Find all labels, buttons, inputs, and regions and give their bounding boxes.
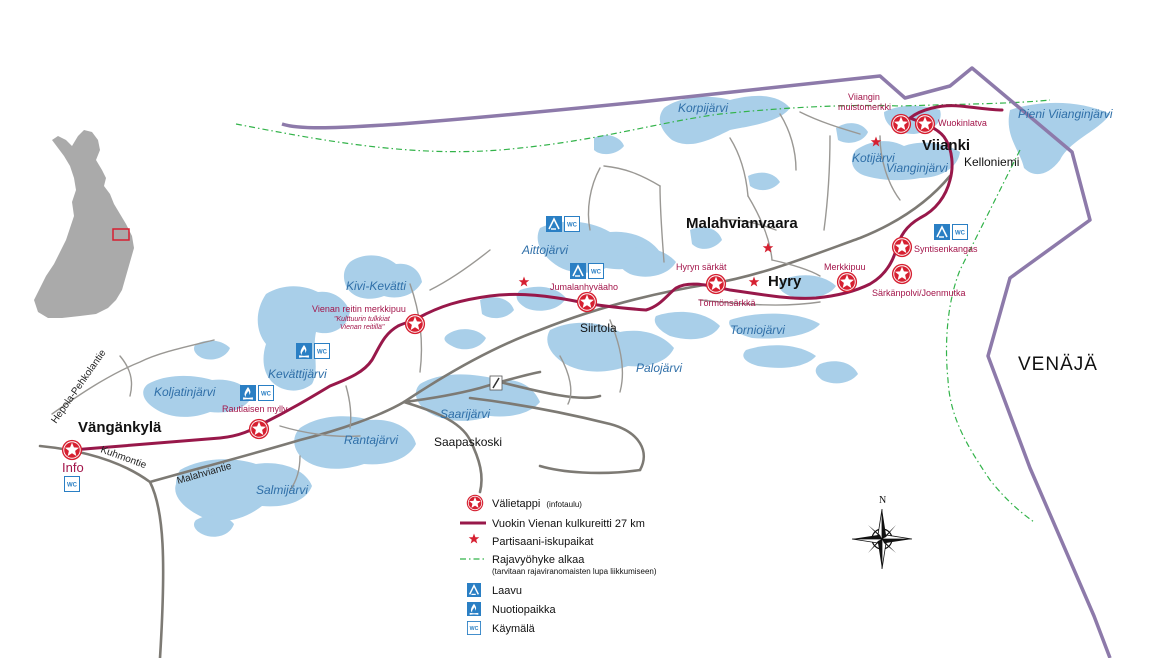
- lake-label-torniojarvi: Torniojärvi: [730, 323, 785, 337]
- laavu-icon[interactable]: [934, 224, 950, 240]
- border-zone-line: [235, 99, 1051, 523]
- lakes: [143, 95, 1110, 537]
- lake-label-palojarvi: Palojärvi: [636, 361, 682, 375]
- legend-laavu-label: Laavu: [492, 585, 522, 597]
- place-viianki: Viianki: [922, 137, 970, 154]
- wc-icon[interactable]: [258, 385, 274, 401]
- laavu-icon[interactable]: [546, 216, 562, 232]
- place-siirtola: Siirtola: [580, 321, 617, 335]
- legend-route-label: Vuokin Vienan kulkureitti 27 km: [492, 518, 645, 530]
- stop-merkkipuu[interactable]: [836, 271, 858, 293]
- lake-label-koljatinjarvi: Koljatinjärvi: [154, 385, 216, 399]
- stop-viiangin-muistomerkki[interactable]: [890, 113, 912, 135]
- legend-kaymala-label: Käymälä: [492, 623, 536, 635]
- stop-vangankyla[interactable]: [61, 439, 83, 461]
- stop-wuokinlatva[interactable]: [914, 113, 936, 135]
- compass-rose: N: [851, 495, 913, 570]
- partisan-star-icon[interactable]: [518, 276, 530, 287]
- place-kelloniemi: Kelloniemi: [964, 155, 1019, 169]
- lake-label-aittojarvi: Aittojärvi: [521, 243, 568, 257]
- campfire-icon[interactable]: [296, 343, 312, 359]
- stop-vienan-merkkipuu[interactable]: [404, 313, 426, 335]
- place-vangankyla: Vängänkylä: [78, 419, 162, 436]
- legend-laavu-icon: [467, 583, 481, 597]
- bridge-mark: [489, 375, 503, 391]
- lake-label-kevattijarvi: Kevättijärvi: [268, 367, 327, 381]
- location-marker: [112, 228, 130, 241]
- road-label-hepola: Hepola-Pehkolantie: [49, 348, 108, 426]
- stop-jumalanhyvaaho[interactable]: [576, 291, 598, 313]
- legend-zone-label: Rajavyöhyke alkaa: [492, 554, 585, 566]
- legend-stop-icon: [466, 494, 484, 512]
- stop-label-hyryn-sarkat: Hyryn särkät: [676, 262, 727, 272]
- place-malahvianvaara: Malahvianvaara: [686, 215, 798, 232]
- finland-inset: [34, 130, 134, 318]
- lake-label-saarijarvi: Saarijärvi: [440, 407, 490, 421]
- laavu-icon[interactable]: [570, 263, 586, 279]
- place-labels: Vängänkylä Viianki Malahvianvaara Hyry S…: [62, 137, 1098, 475]
- info-label: Info: [62, 460, 84, 475]
- place-saapaskoski: Saapaskoski: [434, 435, 502, 449]
- lake-label-salmijarvi: Salmijärvi: [256, 483, 308, 497]
- legend-nuotio-label: Nuotiopaikka: [492, 604, 556, 616]
- place-hyry: Hyry: [768, 273, 802, 290]
- stop-label-vienan-merkkipuu: Vienan reitin merkkipuu: [312, 304, 406, 314]
- wc-icon[interactable]: [952, 224, 968, 240]
- lake-label-kotijarvi: Kotijärvi: [852, 151, 895, 165]
- compass-north-label: N: [879, 495, 886, 506]
- lake-label-korpijarvi: Korpijärvi: [678, 101, 728, 115]
- stop-syntisenkangas[interactable]: [891, 236, 913, 258]
- legend: Välietappi (infotaulu) Vuokin Vienan kul…: [460, 494, 657, 635]
- legend-partisan-label: Partisaani-iskupaikat: [492, 536, 594, 548]
- stop-label-merkkipuu: Merkkipuu: [824, 262, 866, 272]
- legend-wc-icon: [467, 621, 481, 635]
- stop-label-jumalanhyvaaho: Jumalanhyväaho: [550, 282, 618, 292]
- stop-note-line1: "Kulttuurin tulkkiat: [334, 316, 391, 323]
- state-border: [281, 66, 1112, 658]
- wc-icon[interactable]: [64, 476, 80, 492]
- trail-route: [70, 104, 1004, 452]
- stop-label-tormonsarkka: Törmönsärkkä: [698, 298, 756, 308]
- svg-text:Välietappi (infotaulu): Välietappi (infotaulu): [492, 498, 582, 510]
- legend-partisan-icon: [468, 533, 480, 544]
- campfire-icon[interactable]: [240, 385, 256, 401]
- stop-labels: Viiangin muistomerkki Wuokinlatva Syntis…: [222, 92, 987, 414]
- stop-note-line2: Vienan reitillä": [340, 324, 385, 331]
- stop-label-rautiaisen-mylly: Rautiaisen mylly: [222, 404, 288, 414]
- wc-icon[interactable]: [588, 263, 604, 279]
- minor-roads: [51, 111, 901, 491]
- stop-label-muistomerkki: muistomerkki: [838, 102, 891, 112]
- partisan-star-icon[interactable]: [748, 276, 760, 287]
- legend-zone-sub: (tarvitaan rajaviranomaisten lupa liikku…: [492, 567, 657, 576]
- lake-label-viianginjarvi: Vianginjärvi: [886, 161, 948, 175]
- stop-label-viiangin: Viiangin: [848, 92, 880, 102]
- stop-label-sarkanpolvi: Särkänpolvi/Joenmutka: [872, 288, 966, 298]
- country-label: VENÄJÄ: [1018, 354, 1098, 375]
- legend-stop-label: Välietappi: [492, 498, 540, 510]
- lake-label-kivi-kevatti: Kivi-Kevätti: [346, 279, 406, 293]
- legend-campfire-icon: [467, 602, 481, 616]
- stop-sarkanpolvi[interactable]: [891, 263, 913, 285]
- stop-tormonsarkka[interactable]: [705, 273, 727, 295]
- wc-icon[interactable]: [314, 343, 330, 359]
- lake-label-rantajarvi: Rantajärvi: [344, 433, 398, 447]
- lake-label-pieni-viianginjarvi: Pieni Viianginjärvi: [1018, 107, 1113, 121]
- stop-rautiaisen-mylly[interactable]: [248, 418, 270, 440]
- stop-label-syntisenkangas: Syntisenkangas: [914, 244, 978, 254]
- partisan-star-icon[interactable]: [762, 242, 774, 253]
- wc-icon[interactable]: [564, 216, 580, 232]
- legend-stop-sub: (infotaulu): [546, 500, 582, 509]
- stop-label-wuokinlatva: Wuokinlatva: [938, 118, 987, 128]
- lake-labels: Korpijärvi Pieni Viianginjärvi Kotijärvi…: [154, 101, 1113, 497]
